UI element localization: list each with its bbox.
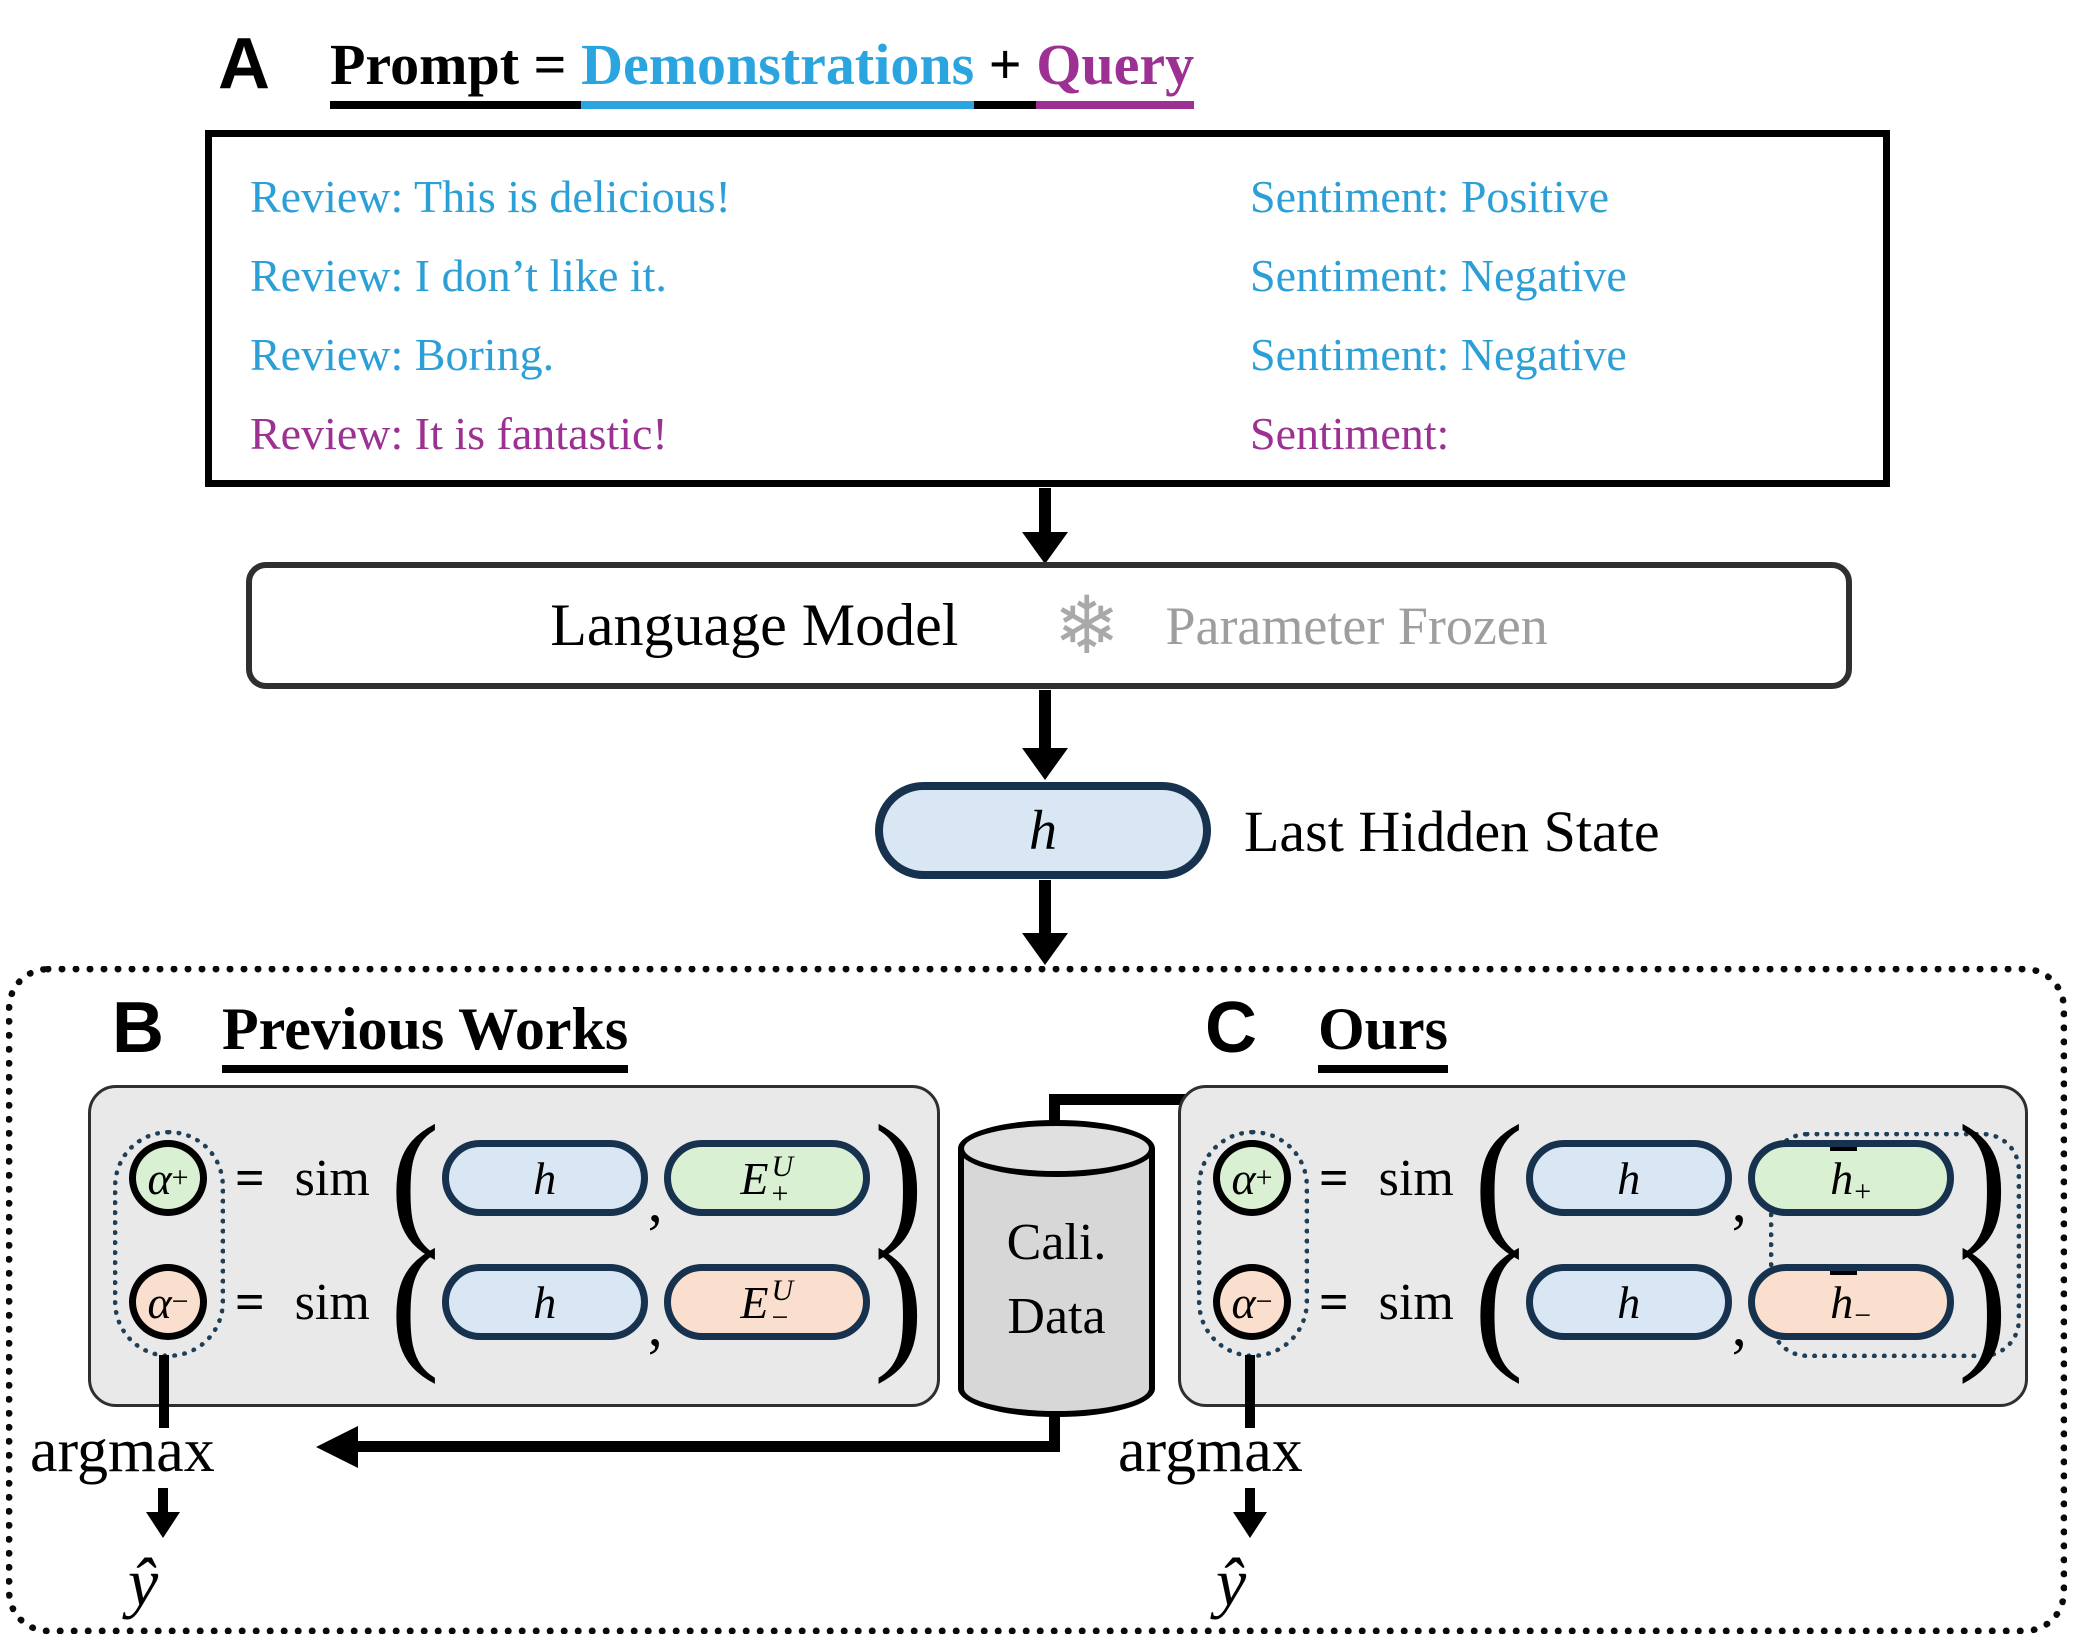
close-paren: )	[1957, 1219, 2008, 1385]
query-sentiment: Sentiment:	[1250, 408, 1450, 459]
calibration-data-label: Cali. Data	[1006, 1214, 1107, 1345]
demo-review-3: Review: Boring.	[250, 329, 555, 380]
h-symbol: h	[533, 1152, 557, 1204]
language-model-box: Language Model ❄ Parameter Frozen	[246, 562, 1852, 689]
hbar-plus-pill: h+	[1747, 1140, 1954, 1216]
close-paren: )	[873, 1095, 924, 1261]
alpha-group-outline-b	[113, 1130, 225, 1358]
query-title-part: Query	[1036, 30, 1195, 109]
calibration-database: Cali. Data	[958, 1120, 1155, 1417]
connector-alpha-to-argmax-b	[159, 1355, 169, 1428]
hbar-group-outline	[1769, 1132, 2021, 1358]
alpha-plus-node-b: α+	[129, 1140, 207, 1216]
e-symbol: E	[740, 1276, 769, 1328]
yhat-b: ŷ	[128, 1544, 159, 1620]
close-paren: )	[873, 1219, 924, 1385]
e-subscript: +	[771, 1177, 789, 1210]
prompt-equation-title: Prompt = Demonstrations + Query	[330, 30, 1195, 109]
h-symbol: h	[533, 1276, 557, 1328]
alpha-symbol: α	[1231, 1276, 1256, 1328]
hbar-subscript: −	[1854, 1299, 1872, 1332]
h-symbol: h	[1617, 1152, 1641, 1204]
connector-alpha-to-argmax-c	[1245, 1355, 1255, 1428]
open-paren: (	[389, 1219, 440, 1385]
equals-sign: =	[1319, 1149, 1349, 1207]
h-symbol: h	[1617, 1276, 1641, 1328]
query-review: Review: It is fantastic!	[250, 408, 668, 459]
last-hidden-state-label: Last Hidden State	[1244, 799, 1660, 864]
argmax-c: argmax	[1118, 1417, 1303, 1485]
sim-function: sim	[1378, 1149, 1454, 1207]
equals-sign: =	[1319, 1273, 1349, 1331]
ours-box: α+ = sim ( h , h+ ) α− = sim ( h , h− )	[1178, 1085, 2028, 1407]
prompt-box: Review: This is delicious! Sentiment: Po…	[205, 130, 1890, 487]
e-subscript: −	[771, 1301, 789, 1334]
sim-function: sim	[294, 1149, 370, 1207]
demo-sentiment-1: Sentiment: Positive	[1250, 171, 1610, 222]
hbar-subscript: +	[1854, 1175, 1872, 1208]
open-paren: (	[1473, 1095, 1524, 1261]
hbar-symbol: h	[1830, 1146, 1858, 1204]
prompt-title-part: Prompt =	[330, 30, 582, 109]
h-pill-c1: h	[1525, 1140, 1732, 1216]
alpha-symbol: α	[147, 1152, 172, 1204]
language-model-label: Language Model	[550, 592, 959, 658]
panel-a-label: A	[218, 24, 270, 104]
alpha-symbol: α	[1231, 1152, 1256, 1204]
demo-review-2: Review: I don’t like it.	[250, 250, 667, 301]
open-paren: (	[389, 1095, 440, 1261]
close-paren: )	[1957, 1095, 2008, 1261]
calibration-section-container	[6, 966, 2067, 1634]
demo-sentiment-2: Sentiment: Negative	[1250, 250, 1627, 301]
h-pill-b1: h	[441, 1140, 648, 1216]
alpha-minus-node-c: α−	[1213, 1264, 1291, 1340]
prompt-examples: Review: This is delicious! Sentiment: Po…	[250, 157, 1873, 473]
h-pill-b2: h	[441, 1264, 648, 1340]
argmax-b: argmax	[30, 1417, 215, 1485]
hidden-state-pill: h	[875, 782, 1211, 879]
yhat-c: ŷ	[1216, 1544, 1247, 1620]
alpha-symbol: α	[147, 1276, 172, 1328]
e-superscript: U	[771, 1150, 794, 1183]
equals-sign: =	[235, 1149, 265, 1207]
alpha-plus-node-c: α+	[1213, 1140, 1291, 1216]
demo-review-1: Review: This is delicious!	[250, 171, 731, 222]
h-pill-c2: h	[1525, 1264, 1732, 1340]
sim-function: sim	[294, 1273, 370, 1331]
hidden-state-symbol: h	[1029, 799, 1057, 862]
equals-sign: =	[235, 1273, 265, 1331]
e-symbol: E	[740, 1152, 769, 1204]
panel-c-title: Ours	[1318, 996, 1449, 1073]
e-superscript: U	[771, 1274, 794, 1307]
panel-b-label: B	[112, 988, 164, 1068]
alpha-minus-node-b: α−	[129, 1264, 207, 1340]
cylinder-top	[958, 1120, 1155, 1177]
open-paren: (	[1473, 1219, 1524, 1385]
hbar-symbol: h	[1830, 1270, 1858, 1328]
hbar-minus-pill: h−	[1747, 1264, 1954, 1340]
panel-c-label: C	[1205, 988, 1257, 1068]
cylinder-body	[958, 1148, 1155, 1389]
demo-sentiment-3: Sentiment: Negative	[1250, 329, 1627, 380]
plus-title-part: +	[974, 30, 1037, 109]
demonstrations-title-part: Demonstrations	[581, 30, 975, 109]
snowflake-icon: ❄	[1053, 578, 1121, 672]
sim-function: sim	[1378, 1273, 1454, 1331]
panel-b-title: Previous Works	[222, 996, 629, 1073]
parameter-frozen-label: Parameter Frozen	[1165, 595, 1548, 656]
